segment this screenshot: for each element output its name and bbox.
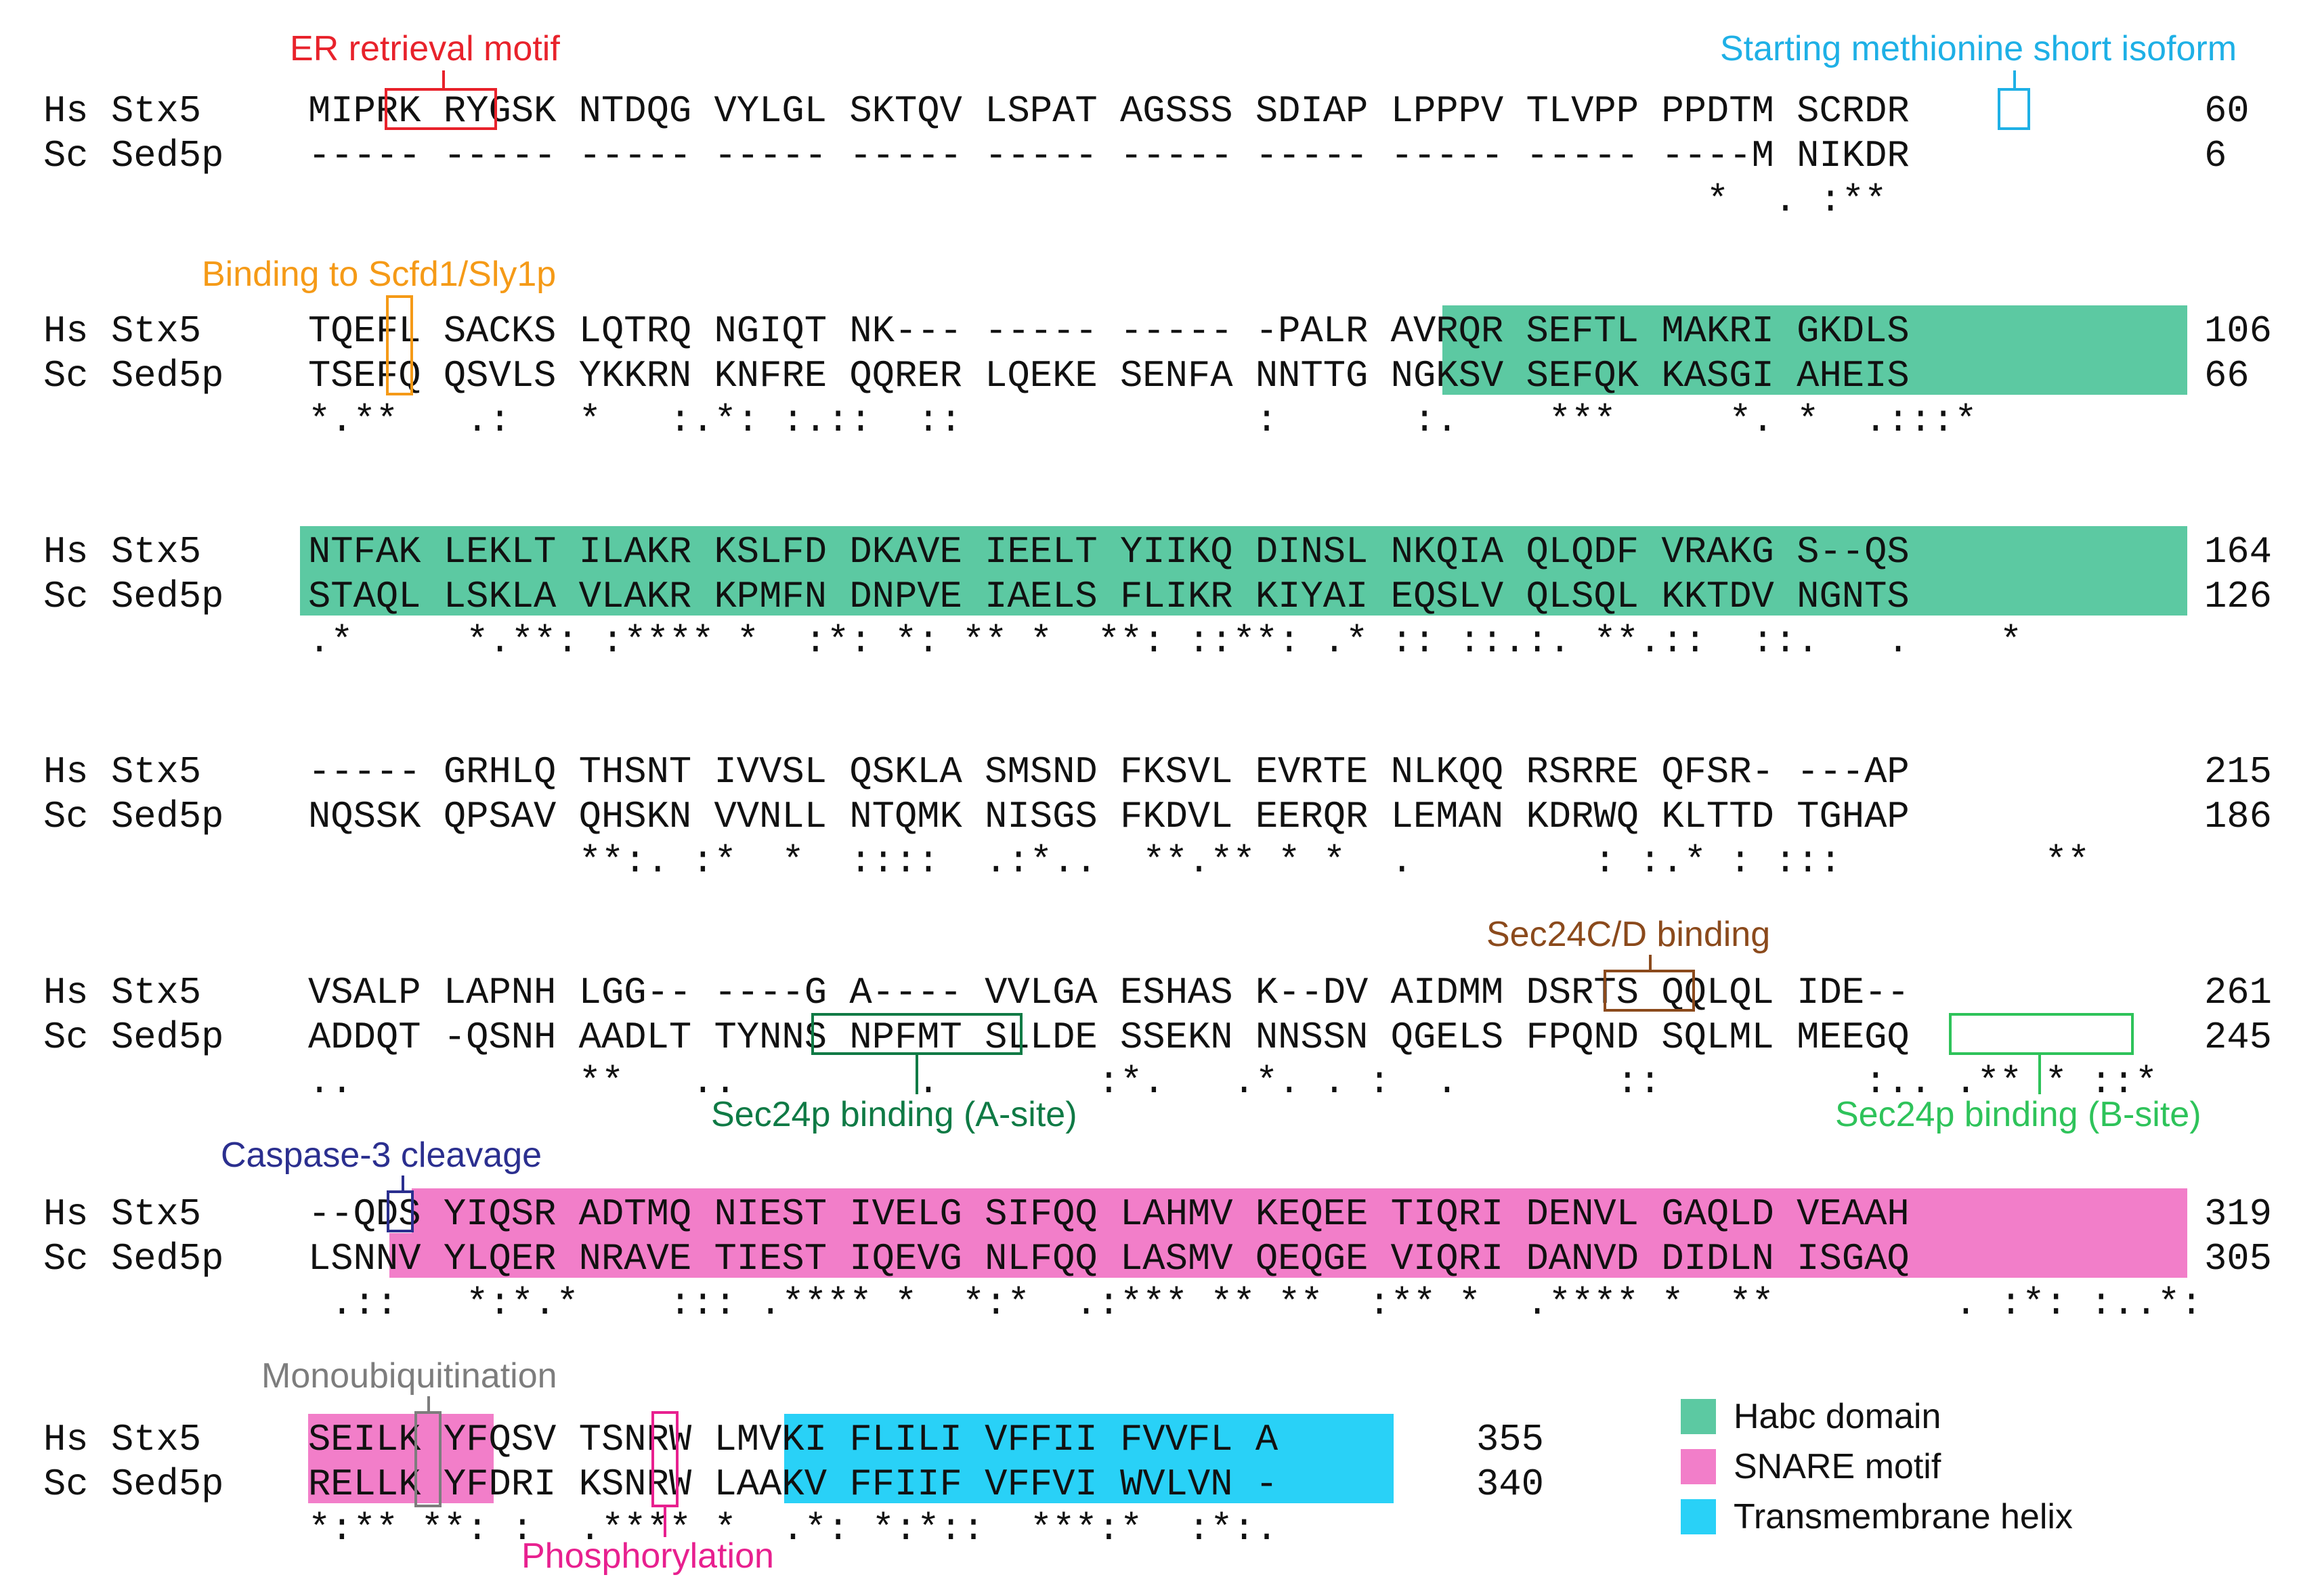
hs-sequence-row: --QDS YIQSR ADTMQ NIEST IVELG SIFQQ LAHM…: [308, 1193, 1910, 1236]
hs-position-number: 261: [2204, 972, 2272, 1014]
sc-species-label: Sc Sed5p: [43, 355, 224, 397]
hs-position-number: 164: [2204, 531, 2272, 574]
hs-sequence-row: ----- GRHLQ THSNT IVVSL QSKLA SMSND FKSV…: [308, 751, 1910, 794]
hs-sequence-row: NTFAK LEKLT ILAKR KSLFD DKAVE IEELT YIIK…: [308, 531, 1910, 574]
sc-position-number: 245: [2204, 1016, 2272, 1059]
sec24cd-leader: [1649, 955, 1652, 972]
sc-sequence-row: RELLK YFDRI KSNRW LAAKV FFIIF VFFVI WVLV…: [308, 1463, 1279, 1506]
snare-highlight: [308, 1414, 494, 1503]
hs-species-label: Hs Stx5: [43, 1193, 202, 1236]
conservation-row: *:** **: : .**** * .*: *:*:: ***:* :*:.: [308, 1508, 1279, 1551]
legend-label-habc: Habc domain: [1734, 1397, 1941, 1436]
monoubiquitination-box: [414, 1411, 442, 1507]
hs-sequence-row: TQEFL SACKS LQTRQ NGIQT NK--- ----- ----…: [308, 310, 1910, 353]
sc-position-number: 186: [2204, 796, 2272, 838]
legend-label-snare: SNARE motif: [1734, 1447, 1941, 1486]
habc-swatch: [1681, 1399, 1716, 1434]
habc-highlight: [1442, 350, 2187, 395]
sc-position-number: 6: [2204, 135, 2227, 177]
sc-species-label: Sc Sed5p: [43, 796, 224, 838]
hs-species-label: Hs Stx5: [43, 1419, 202, 1461]
habc-highlight: [1442, 305, 2187, 350]
hs-sequence-row: SEILK YFQSV TSNRW LMVKI FLILI VFFII FVVF…: [308, 1419, 1279, 1461]
monoubiquitination-leader: [427, 1396, 430, 1412]
sc-species-label: Sc Sed5p: [43, 1463, 224, 1506]
conservation-row: * . :**: [308, 179, 1887, 222]
start-met-leader: [2013, 70, 2016, 89]
er-retrieval-label: ER retrieval motif: [290, 29, 560, 68]
sc-position-number: 340: [1476, 1463, 1544, 1506]
sc-sequence-row: TSEFQ QSVLS YKKRN KNFRE QQRER LQEKE SENF…: [308, 355, 1910, 397]
snare-swatch: [1681, 1449, 1716, 1484]
conservation-row: .* *.**: :**** * :*: *: ** * **: ::**: .…: [308, 620, 2023, 663]
hs-position-number: 319: [2204, 1193, 2272, 1236]
sc-sequence-row: NQSSK QPSAV QHSKN VVNLL NTQMK NISGS FKDV…: [308, 796, 1910, 838]
sc-species-label: Sc Sed5p: [43, 576, 224, 618]
caspase-leader: [402, 1176, 404, 1192]
sec24a-label: Sec24p binding (A-site): [711, 1095, 1077, 1134]
sc-sequence-row: LSNNV YLQER NRAVE TIEST IQEVG NLFQQ LASM…: [308, 1238, 1910, 1280]
sc-sequence-row: STAQL LSKLA VLAKR KPMFN DNPVE IAELS FLIK…: [308, 576, 1910, 618]
sc-sequence-row: ----- ----- ----- ----- ----- ----- ----…: [308, 135, 1910, 177]
hs-position-number: 215: [2204, 751, 2272, 794]
sec24b-label: Sec24p binding (B-site): [1835, 1095, 2201, 1134]
legend-label-tm: Transmembrane helix: [1734, 1497, 2073, 1536]
caspase-box: [387, 1190, 414, 1232]
hs-position-number: 106: [2204, 310, 2272, 353]
sec24cd-box: [1604, 970, 1695, 1012]
sc-sequence-row: ADDQT -QSNH AADLT TYNNS NPFMT SLLDE SSEK…: [308, 1016, 1910, 1059]
sc-species-label: Sc Sed5p: [43, 135, 224, 177]
hs-species-label: Hs Stx5: [43, 310, 202, 353]
phosphorylation-leader: [664, 1506, 666, 1537]
sc-species-label: Sc Sed5p: [43, 1238, 224, 1280]
conservation-row: .. ** .. . :*. .*. . : . :: :.. .** * ::…: [308, 1061, 2158, 1104]
phosphorylation-box: [651, 1411, 679, 1507]
sec24a-leader: [916, 1054, 918, 1094]
sec24a-box: [811, 1013, 1023, 1055]
snare-highlight: [412, 1188, 2187, 1233]
hs-sequence-row: VSALP LAPNH LGG-- ----G A---- VVLGA ESHA…: [308, 972, 1910, 1014]
binding-scfd1-label: Binding to Scfd1/Sly1p: [202, 255, 557, 294]
sc-position-number: 126: [2204, 576, 2272, 618]
caspase-label: Caspase-3 cleavage: [221, 1136, 542, 1175]
tm-swatch: [1681, 1499, 1716, 1534]
conservation-row: *.** .: * :.*: :.:: :: : :. *** *. * .::…: [308, 400, 1977, 442]
sec24b-leader: [2038, 1054, 2041, 1094]
monoubiquitination-label: Monoubiquitination: [261, 1356, 557, 1396]
phosphorylation-label: Phosphorylation: [521, 1536, 774, 1576]
er-retrieval-leader: [442, 70, 445, 89]
hs-species-label: Hs Stx5: [43, 751, 202, 794]
hs-sequence-row: MIPRK RYGSK NTDQG VYLGL SKTQV LSPAT AGSS…: [308, 90, 1910, 133]
hs-species-label: Hs Stx5: [43, 90, 202, 133]
hs-species-label: Hs Stx5: [43, 972, 202, 1014]
sc-species-label: Sc Sed5p: [43, 1016, 224, 1059]
sec24cd-label: Sec24C/D binding: [1486, 915, 1771, 954]
habc-highlight: [300, 526, 2187, 616]
hs-position-number: 355: [1476, 1419, 1544, 1461]
conservation-row: **:. :* * :::: .:*.. **.** * * . : :.* :…: [308, 840, 2090, 883]
binding-scfd1-box: [386, 295, 413, 395]
er-retrieval-box: [385, 88, 497, 130]
sc-position-number: 305: [2204, 1238, 2272, 1280]
tm-highlight: [784, 1414, 1394, 1503]
hs-position-number: 60: [2204, 90, 2250, 133]
hs-species-label: Hs Stx5: [43, 531, 202, 574]
sc-position-number: 66: [2204, 355, 2250, 397]
conservation-row: .:: *:*.* ::: .**** * *:* .:*** ** ** :*…: [308, 1282, 2203, 1325]
snare-highlight: [389, 1233, 2187, 1278]
start-met-label: Starting methionine short isoform: [1720, 29, 2237, 68]
start-met-box: [1998, 88, 2030, 130]
sec24b-box: [1949, 1013, 2134, 1055]
